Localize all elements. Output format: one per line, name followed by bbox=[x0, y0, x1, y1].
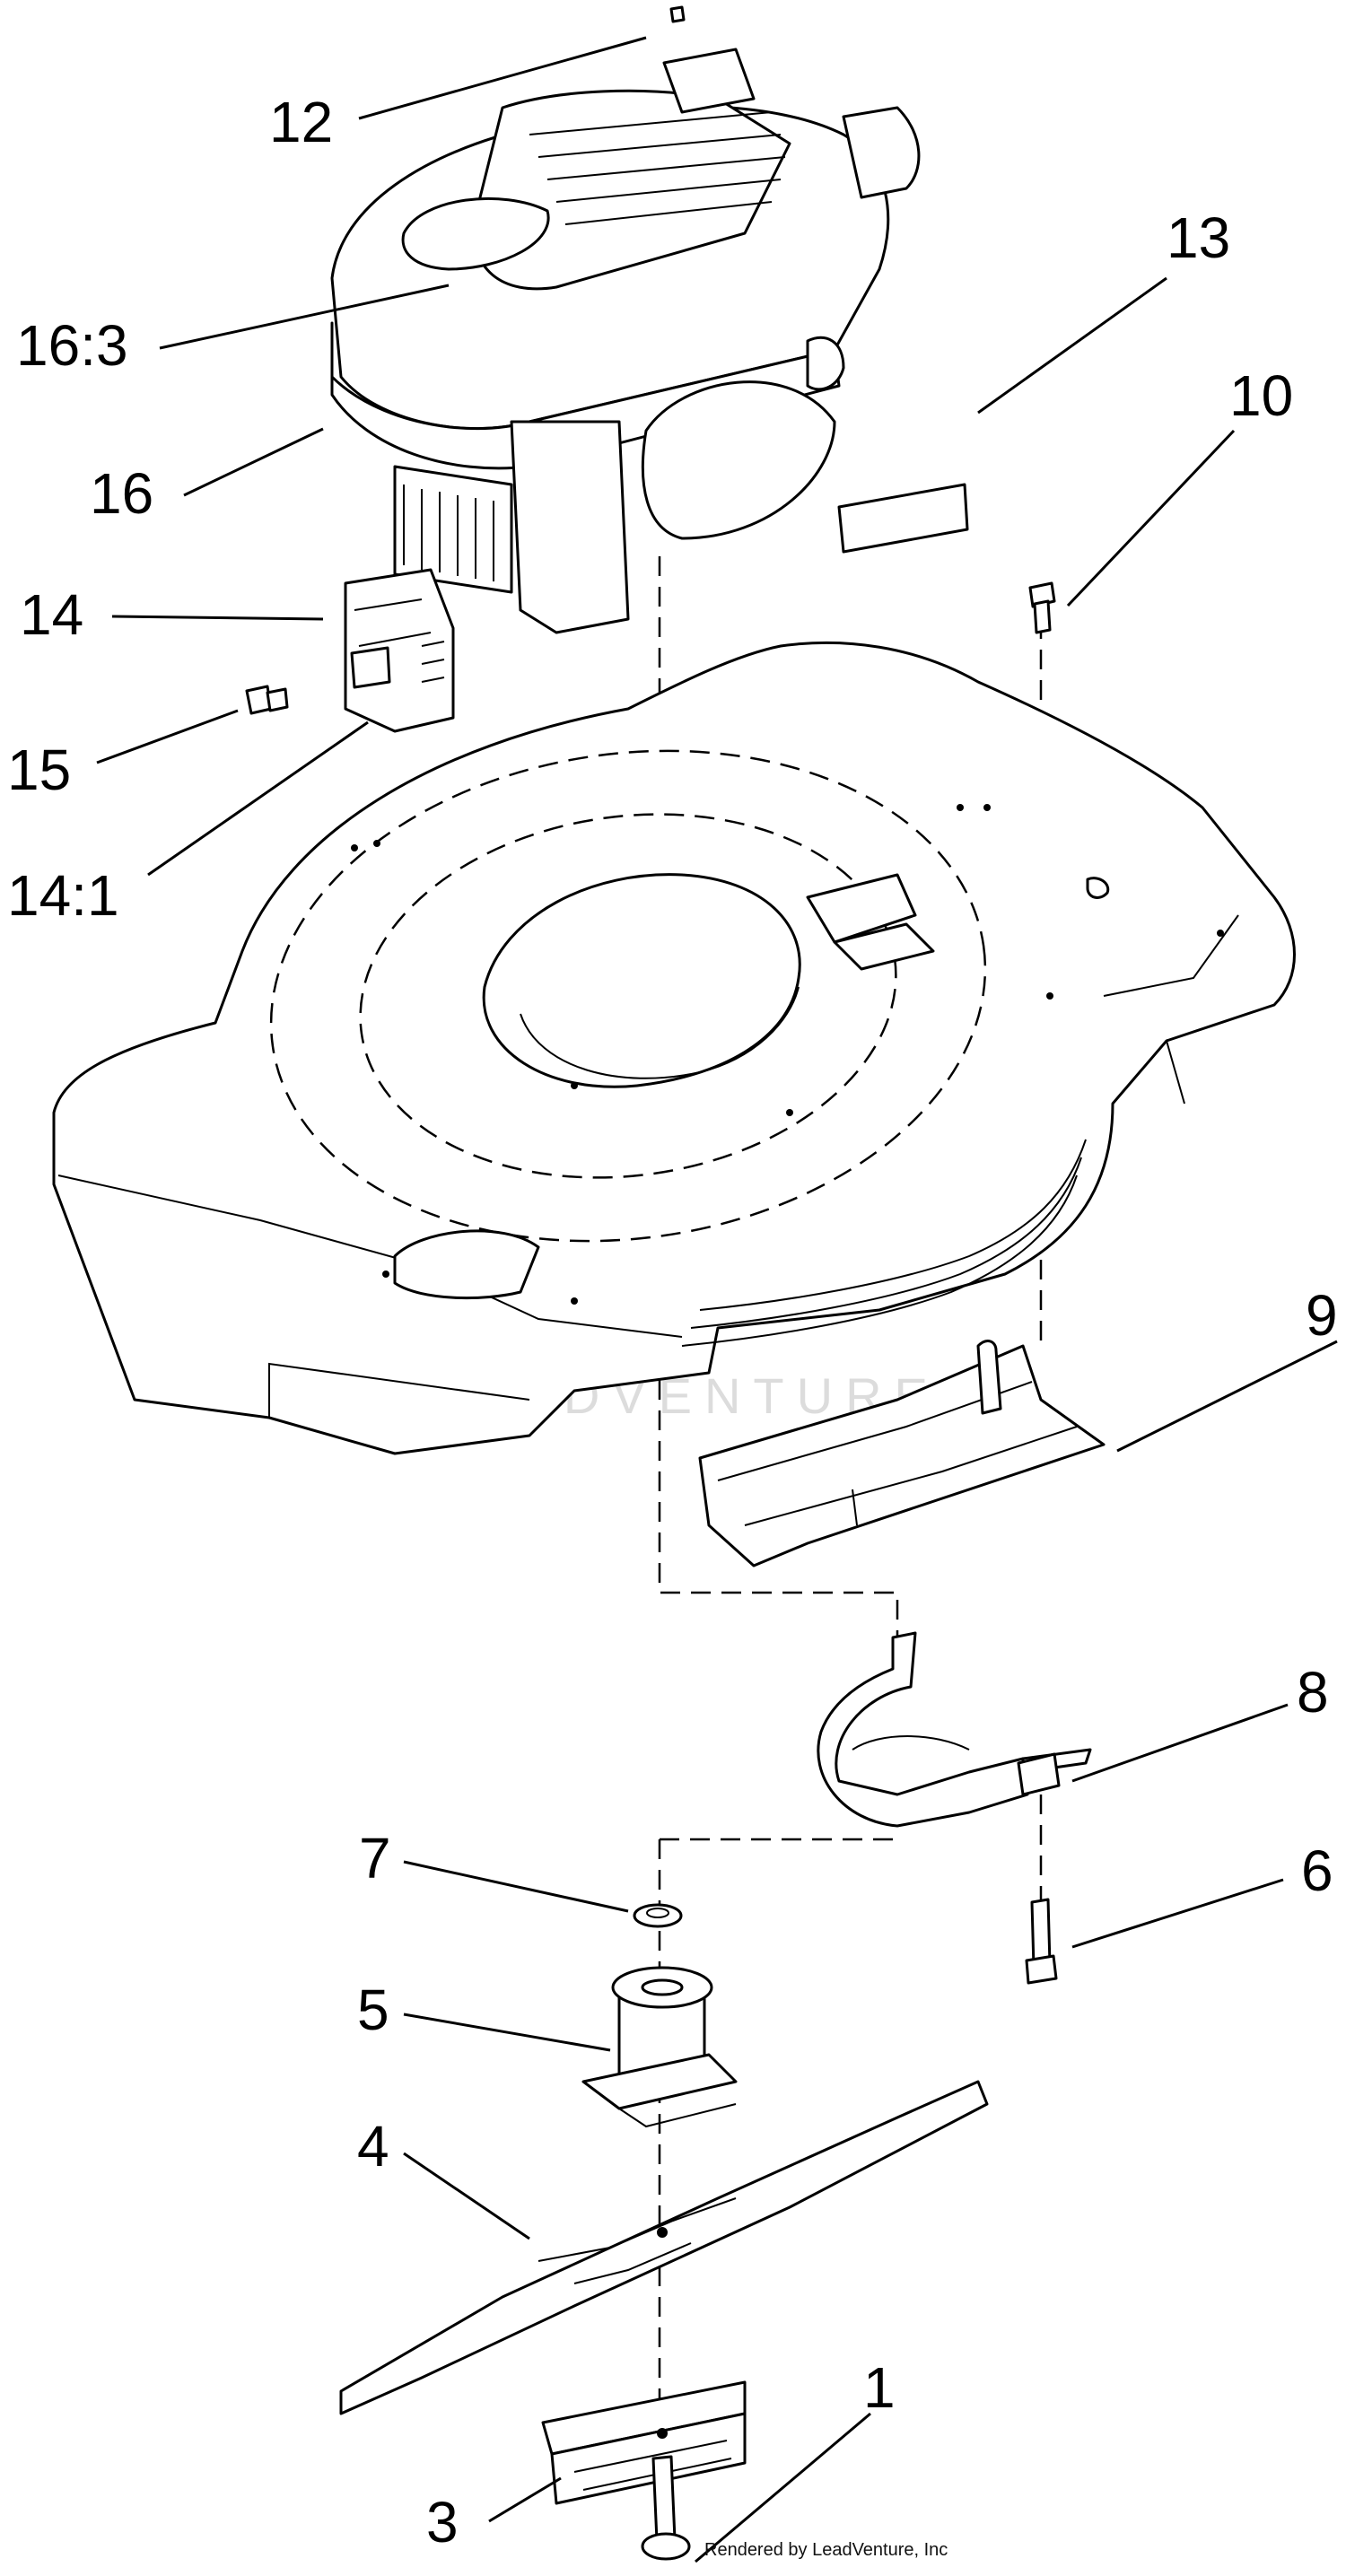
footer-credit: Rendered by LeadVenture, Inc bbox=[704, 2540, 948, 2560]
callout-13: 13 bbox=[1167, 205, 1230, 270]
callout-5: 5 bbox=[357, 1978, 389, 2042]
callout-15: 15 bbox=[7, 738, 71, 802]
blade-4 bbox=[339, 2080, 989, 2415]
bolt-6 bbox=[1025, 1898, 1058, 1985]
callout-3: 3 bbox=[426, 2490, 459, 2554]
bolt-12 bbox=[669, 5, 686, 23]
callout-10: 10 bbox=[1229, 363, 1293, 428]
callout-1: 1 bbox=[863, 2355, 896, 2420]
decal-13 bbox=[837, 483, 969, 554]
callout-16-3: 16:3 bbox=[16, 313, 128, 378]
callout-6: 6 bbox=[1301, 1838, 1333, 1903]
callout-14-1: 14:1 bbox=[7, 863, 119, 928]
washer-7 bbox=[633, 1903, 683, 1928]
leader-lines bbox=[96, 36, 1338, 2563]
callout-labels: 12 16:3 16 13 10 14 15 14:1 9 8 7 6 5 4 … bbox=[7, 90, 1338, 2554]
stiffener-3 bbox=[541, 2380, 747, 2505]
bolt-1 bbox=[641, 2455, 691, 2561]
callout-12: 12 bbox=[269, 90, 333, 154]
baffle-9 bbox=[698, 1340, 1106, 1567]
bolt-10 bbox=[1028, 581, 1056, 634]
mower-deck bbox=[52, 641, 1296, 1455]
bracket-14 bbox=[344, 568, 455, 733]
callout-16: 16 bbox=[90, 461, 153, 526]
adapter-hub-5 bbox=[581, 1966, 738, 2128]
callout-9: 9 bbox=[1306, 1283, 1338, 1348]
blade-adapter-8 bbox=[817, 1631, 1092, 1828]
screw-15 bbox=[245, 685, 289, 715]
callout-8: 8 bbox=[1297, 1660, 1329, 1725]
callout-4: 4 bbox=[357, 2114, 389, 2179]
engine-illustration bbox=[330, 48, 921, 634]
callout-7: 7 bbox=[359, 1826, 391, 1891]
callout-14: 14 bbox=[20, 582, 83, 647]
